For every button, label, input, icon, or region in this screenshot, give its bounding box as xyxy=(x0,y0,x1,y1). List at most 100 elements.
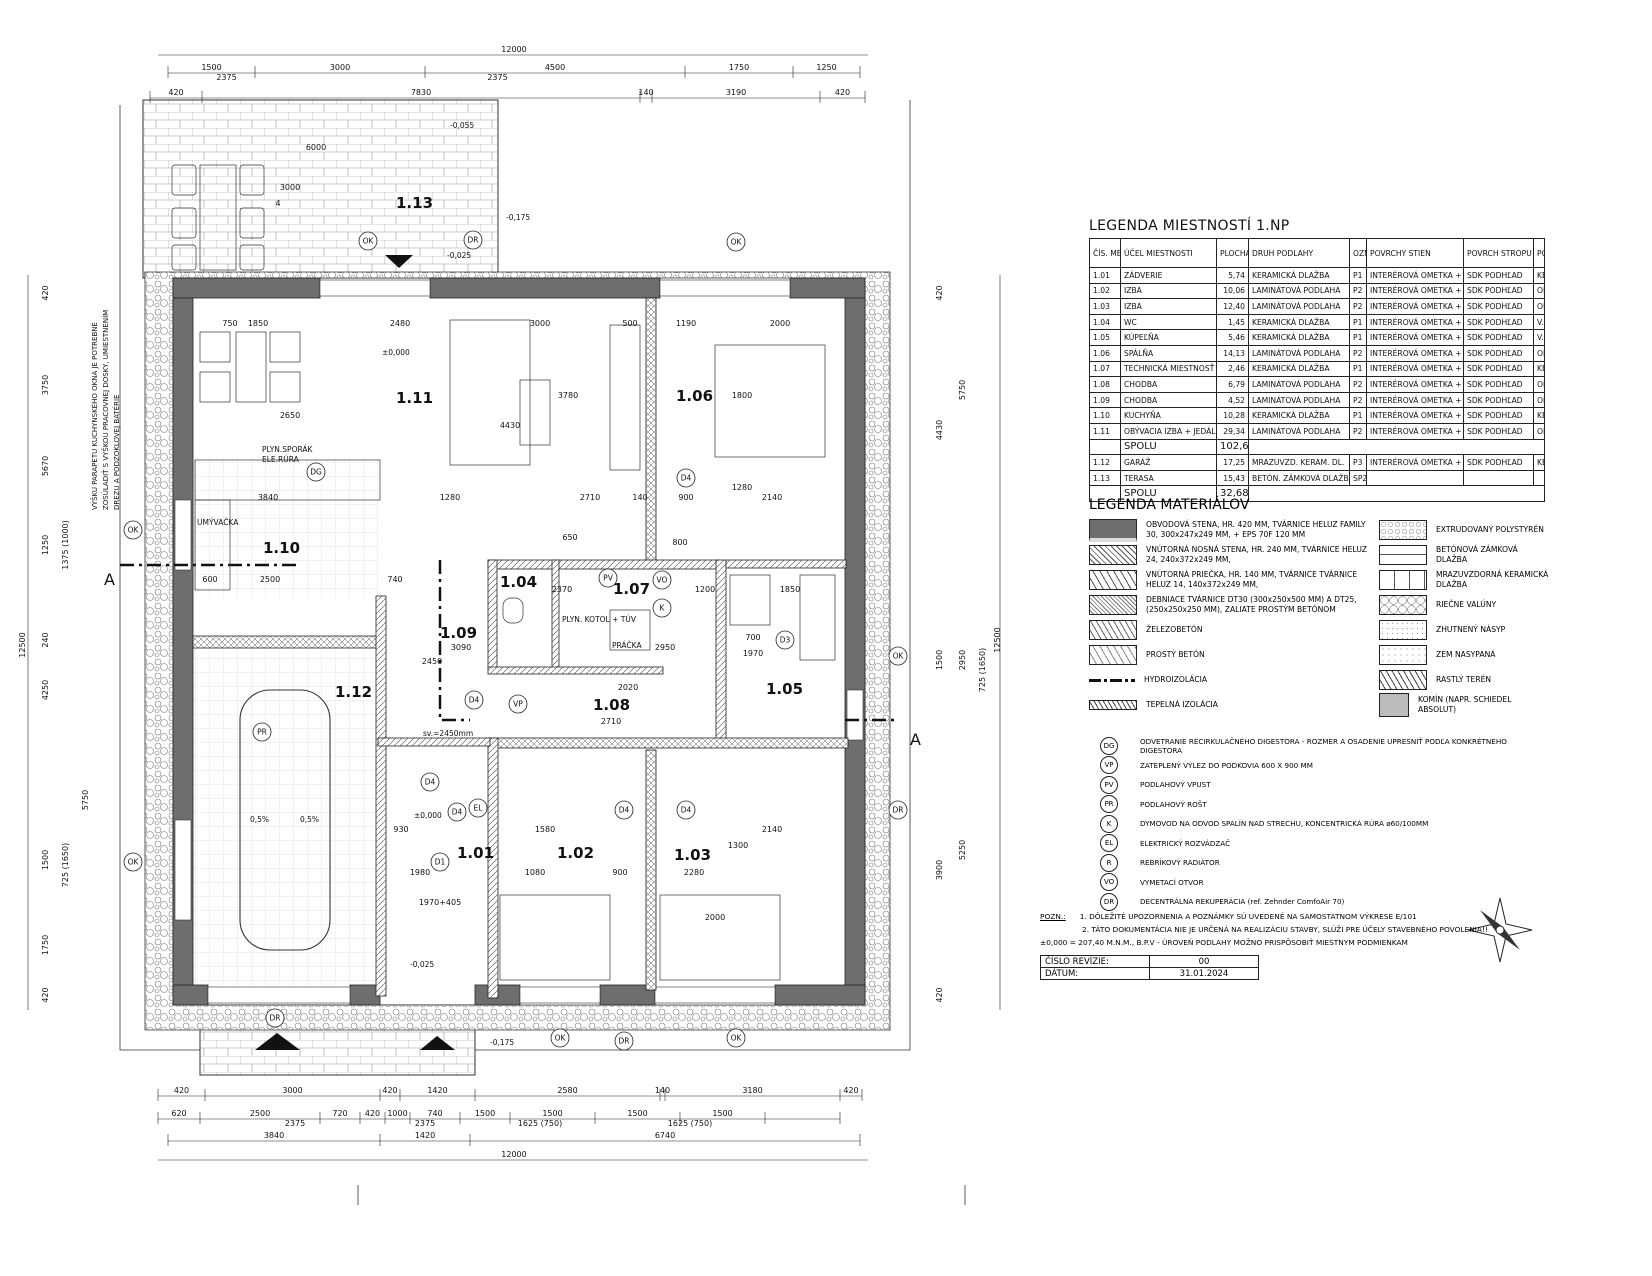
symbol-k-label: K xyxy=(660,604,666,613)
table-cell: SDK PODHĽAD xyxy=(1463,360,1534,378)
symbol-d4-icon xyxy=(464,690,484,710)
table-cell: P1 xyxy=(1349,267,1367,284)
table-cell: INTERÉROVÁ OMETKA + MAĽBA xyxy=(1366,282,1464,300)
table-cell: 1.06 xyxy=(1089,344,1121,362)
symbol-d4-label: D4 xyxy=(681,806,692,815)
table-cell: SDK PODHĽAD xyxy=(1463,376,1534,393)
date-value: 31.01.2024 xyxy=(1149,967,1259,980)
dimension-value: 740 xyxy=(387,575,402,584)
frame-lines xyxy=(119,100,966,1205)
table-cell: INTERÉROVÁ OMETKA + MAĽBA xyxy=(1366,329,1464,346)
level-label: -0,055 xyxy=(450,121,474,130)
material-swatch-icon xyxy=(1379,595,1427,615)
material-swatch-icon xyxy=(1089,545,1137,565)
windows xyxy=(174,279,864,1004)
dimension-value: 420 xyxy=(935,285,944,300)
dimension-value: 140 xyxy=(638,88,653,97)
table-cell: OKRAJ. LIŠTA xyxy=(1533,298,1545,315)
table-cell: 17,25 xyxy=(1216,454,1249,471)
symbol-d4-icon xyxy=(676,468,696,488)
symbol-circle-icon: PR xyxy=(1100,795,1118,814)
dimension-value: 5750 xyxy=(81,790,90,810)
symbol-dr-label: DR xyxy=(270,1014,281,1023)
dimension-value: 2950 xyxy=(655,643,675,652)
table-cell: SDK PODHĽAD xyxy=(1463,344,1534,362)
symbol-vo-icon xyxy=(652,570,672,590)
material-item: ŽELEZOBETÓN xyxy=(1089,618,1379,642)
table-cell: OKRAJ. LIŠTA xyxy=(1533,422,1545,440)
table-cell: V.O.=2200 MM xyxy=(1533,313,1545,331)
table-cell: 1.07 xyxy=(1089,360,1121,378)
table-cell: 1.03 xyxy=(1089,298,1121,315)
column-header: POZNÁMKA xyxy=(1533,238,1545,268)
room-label-1-09: 1.09 xyxy=(440,624,477,642)
symbol-pr-icon xyxy=(252,722,272,742)
dimension-value: 725 (1650) xyxy=(61,843,70,887)
dimension-value: 900 xyxy=(678,493,693,502)
table-cell: P1 xyxy=(1349,329,1367,346)
dimension-value: 1850 xyxy=(248,319,268,328)
material-item: TEPELNÁ IZOLÁCIA xyxy=(1089,693,1379,717)
dimension-value: 2375 xyxy=(216,73,236,82)
table-cell: INTERÉROVÁ OMETKA + MAĽBA xyxy=(1366,422,1464,440)
level-label: ±0,000 xyxy=(414,811,442,820)
symbol-ok-label: OK xyxy=(128,526,140,535)
dimension-value: 4430 xyxy=(500,421,520,430)
room-label-1-04: 1.04 xyxy=(500,573,537,591)
symbol-dr-label: DR xyxy=(468,236,479,245)
material-item: DEBNIACE TVÁRNICE DT30 (300x250x500 MM) … xyxy=(1089,593,1379,617)
dimension-value: 2450 xyxy=(422,657,442,666)
symbol-d4-label: D4 xyxy=(681,474,692,483)
room-label-1-02: 1.02 xyxy=(557,844,594,862)
material-swatch-icon xyxy=(1379,620,1427,640)
symbol-description: DYMOVOD NA ODVOD SPALÍN NAD STRECHU, KON… xyxy=(1140,819,1429,829)
material-swatch-icon xyxy=(1089,645,1137,665)
material-swatch-icon xyxy=(1379,570,1427,590)
section-a-left: A xyxy=(104,570,115,589)
table-cell: 29,34 xyxy=(1216,422,1249,440)
material-swatch-icon xyxy=(1089,595,1137,615)
material-label: ŽELEZOBETÓN xyxy=(1146,625,1203,634)
table-cell: OKRAJ. LIŠTA xyxy=(1533,376,1545,393)
table-cell: KERAMICKÁ DLAŽBA xyxy=(1248,407,1350,424)
material-label: ZHUTNENÝ NÁSYP xyxy=(1436,625,1506,634)
dimension-value: 4500 xyxy=(545,63,565,72)
slope-label: 0,5% xyxy=(300,815,319,824)
table-cell: LAMINÁTOVÁ PODLAHA xyxy=(1248,344,1350,362)
material-item: KOMÍN (NAPR. SCHIEDEL ABSOLUT) xyxy=(1379,693,1549,717)
table-cell: CHODBA xyxy=(1120,391,1217,409)
dimension-value: 3000 xyxy=(282,1086,302,1095)
dimension-value: 500 xyxy=(622,319,637,328)
slope-label: 0,5% xyxy=(250,815,269,824)
symbol-pv-icon xyxy=(598,568,618,588)
dimension-value: 1850 xyxy=(780,585,800,594)
table-cell: LAMINÁTOVÁ PODLAHA xyxy=(1248,422,1350,440)
dimension-value: 1500 xyxy=(475,1109,495,1118)
symbol-d4-label: D4 xyxy=(425,778,436,787)
table-cell: 2,46 xyxy=(1216,360,1249,378)
table-cell: KER. SOKLÍK xyxy=(1533,407,1545,424)
dimension-value: 5750 xyxy=(958,380,967,400)
symbol-circle-icon: EL xyxy=(1100,834,1118,853)
interior-walls xyxy=(192,297,849,999)
table-cell: SP2 xyxy=(1349,469,1367,487)
dimension-value: 3840 xyxy=(264,1131,284,1140)
material-label: RIEČNE VALÚNY xyxy=(1436,600,1497,609)
material-item: HYDROIZOLÁCIA xyxy=(1089,668,1379,692)
material-item: MRAZUVZDORNÁ KERAMICKÁ DLAŽBA xyxy=(1379,568,1549,592)
stove-label: PLYN.SPORÁK xyxy=(262,445,314,454)
table-cell: TECHNICKÁ MIESTNOSŤ xyxy=(1120,360,1217,378)
table-cell: MRAZUVZD. KERAM. DL. xyxy=(1248,454,1350,471)
table-cell: 12,40 xyxy=(1216,298,1249,315)
material-item: ZHUTNENÝ NÁSYP xyxy=(1379,618,1549,642)
dimension-value: 1300 xyxy=(728,841,748,850)
room-label-1-12: 1.12 xyxy=(335,683,372,701)
table-cell: 5,46 xyxy=(1216,329,1249,346)
symbol-description: REBRÍKOVÝ RADIÁTOR xyxy=(1140,858,1220,868)
